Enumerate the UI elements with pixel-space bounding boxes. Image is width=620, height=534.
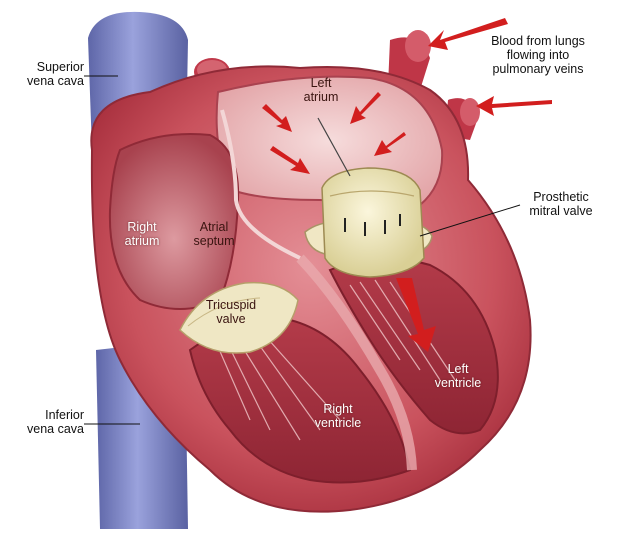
arrow-atrium-2 bbox=[350, 92, 381, 124]
arrow-atrium-3 bbox=[374, 132, 406, 156]
ventricular-septum bbox=[296, 254, 417, 471]
label-atrial-septum: Atrial septum bbox=[193, 220, 235, 248]
label-superior-vena-cava: Superior vena cava bbox=[27, 60, 84, 88]
label-left-atrium: Left atrium bbox=[303, 76, 339, 104]
left-ventricle-cavity bbox=[328, 257, 499, 435]
arrow-atrium-1 bbox=[262, 104, 292, 132]
label-left-ventricle: Left ventricle bbox=[434, 362, 482, 390]
label-blood-from-lungs: Blood from lungs flowing into pulmonary … bbox=[491, 34, 585, 76]
leader-lines bbox=[84, 75, 521, 425]
label-tricuspid-valve: Tricuspid valve bbox=[205, 298, 257, 326]
label-inferior-vena-cava: Inferior vena cava bbox=[27, 408, 84, 436]
arrow-into-upper-vein bbox=[428, 18, 508, 50]
arrow-atrium-4 bbox=[270, 146, 310, 174]
prosthetic-mitral-valve-shape bbox=[304, 117, 433, 278]
label-prosthetic-mitral-valve: Prosthetic mitral valve bbox=[529, 190, 593, 218]
tricuspid-valve-shape bbox=[179, 281, 299, 354]
blood-flow-arrows bbox=[262, 18, 552, 352]
chordae-tendineae bbox=[214, 279, 456, 441]
atrial-septum-wall bbox=[220, 109, 301, 260]
arrow-into-left-ventricle bbox=[396, 278, 436, 352]
arrow-into-lower-vein bbox=[476, 96, 552, 116]
label-right-atrium: Right atrium bbox=[124, 220, 160, 248]
label-right-ventricle: Right ventricle bbox=[314, 402, 362, 430]
